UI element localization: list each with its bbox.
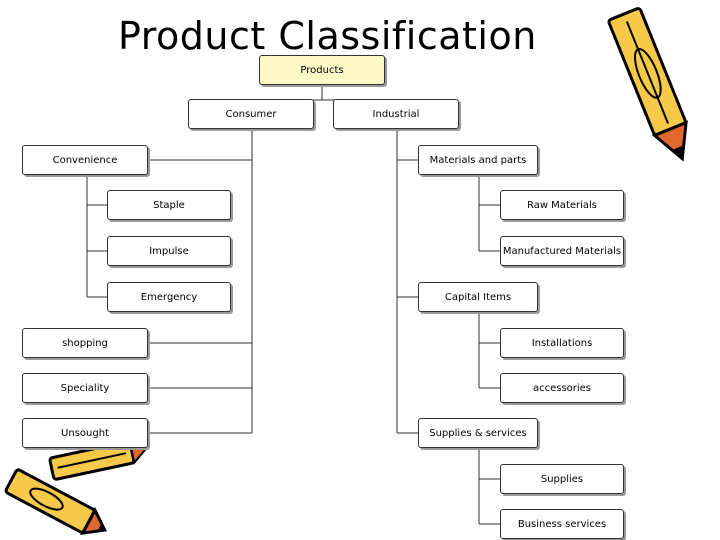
node-staple: Staple — [107, 190, 231, 220]
pencils-icon — [4, 439, 148, 536]
node-manufactured-materials: Manufactured Materials — [500, 236, 624, 266]
node-consumer: Consumer — [188, 99, 314, 129]
node-industrial: Industrial — [333, 99, 459, 129]
node-supplies: Supplies — [500, 464, 624, 494]
node-materials-parts: Materials and parts — [418, 145, 538, 175]
node-capital-items: Capital Items — [418, 282, 538, 312]
node-convenience: Convenience — [22, 145, 148, 175]
node-products: Products — [259, 55, 385, 85]
node-installations: Installations — [500, 328, 624, 358]
pencil-icon — [607, 7, 688, 162]
node-raw-materials: Raw Materials — [500, 190, 624, 220]
page-title: Product Classification — [118, 14, 537, 58]
node-shopping: shopping — [22, 328, 148, 358]
node-accessories: accessories — [500, 373, 624, 403]
node-supplies-services: Supplies & services — [418, 418, 538, 448]
node-emergency: Emergency — [107, 282, 231, 312]
node-impulse: Impulse — [107, 236, 231, 266]
node-business-services: Business services — [500, 509, 624, 539]
node-unsought: Unsought — [22, 418, 148, 448]
node-speciality: Speciality — [22, 373, 148, 403]
